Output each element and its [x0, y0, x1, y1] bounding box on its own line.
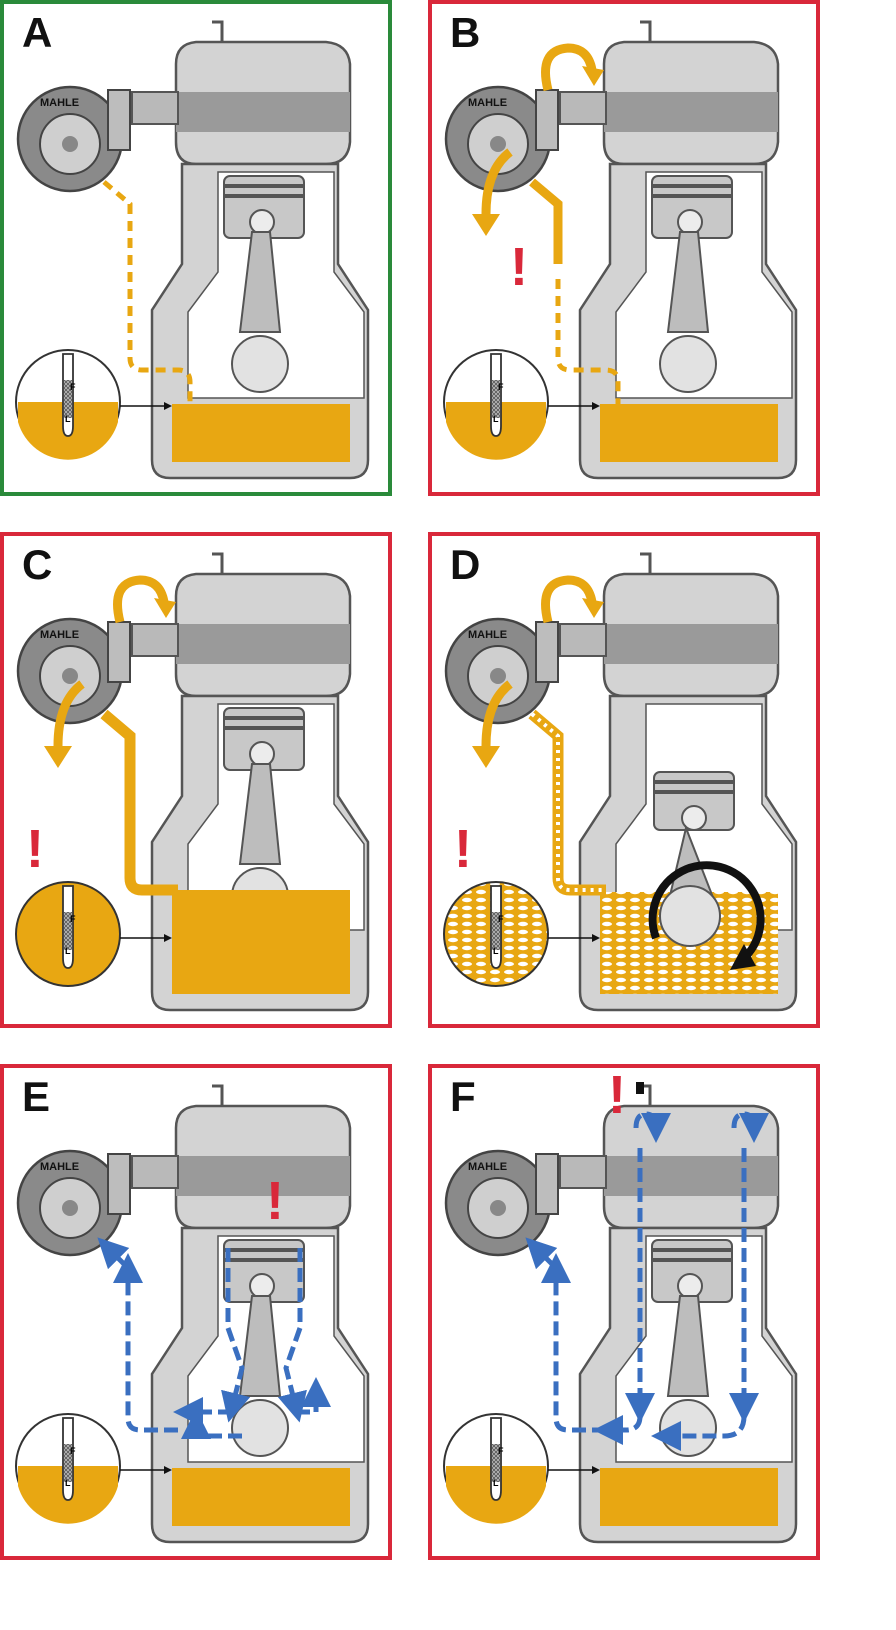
oil-sump — [600, 404, 778, 462]
oil-leak-arrow-up — [541, 43, 597, 92]
brand-logo: MAHLE — [40, 1161, 79, 1173]
warning-mark: ! — [26, 819, 44, 879]
engine — [559, 20, 798, 480]
turbocharger — [16, 85, 131, 193]
dipstick-mark-max: F — [70, 382, 76, 392]
engine — [559, 1082, 798, 1544]
dipstick-mark-max: F — [498, 1446, 504, 1456]
dipstick-mark-max: F — [70, 1446, 76, 1456]
warning-mark: ! — [266, 1171, 284, 1231]
panel-label: F — [450, 1073, 476, 1120]
rotation-arrowhead — [730, 944, 756, 970]
engine-diagram-f: MAHLE F L — [443, 1082, 798, 1544]
turbocharger — [444, 1149, 559, 1257]
dipstick-mark-min: L — [493, 414, 499, 424]
oil-leak-arrowhead-down — [44, 746, 72, 768]
oil-sump-overfilled — [172, 890, 350, 994]
dipstick-mark-min: L — [493, 946, 499, 956]
oil-return-line-full — [100, 709, 178, 896]
oil-leak-arrow-up — [113, 575, 169, 624]
panel-label: D — [450, 541, 481, 588]
brand-logo: MAHLE — [468, 97, 507, 109]
panel-label: E — [22, 1073, 51, 1120]
oil-return-line-blocked — [529, 178, 563, 264]
engine — [131, 20, 370, 480]
oil-leak-arrowhead-up — [154, 598, 176, 618]
crankshaft-rotation-arrow — [648, 861, 765, 964]
oil-leak-arrowhead-up — [582, 598, 604, 618]
oil-return-line — [102, 180, 193, 404]
engine-diagram-b: MAHLE F L — [443, 20, 798, 480]
panel-c: MAHLE F L C ! — [0, 532, 392, 1028]
blow-by-gas-flow — [97, 1237, 331, 1440]
oil-leak-arrow-down — [481, 680, 513, 747]
warning-mark: ! — [608, 1065, 626, 1125]
brand-logo: MAHLE — [40, 97, 79, 109]
turbocharger — [16, 617, 131, 725]
warning-mark: ! — [454, 819, 472, 879]
dipstick-mark-min: L — [65, 1478, 71, 1488]
dipstick-mark-min: L — [493, 1478, 499, 1488]
panel-e: MAHLE F L E ! — [0, 1064, 392, 1560]
oil-leak-arrowhead-down — [472, 214, 500, 236]
dipstick-inset: F L — [443, 349, 600, 460]
turbocharger — [444, 617, 559, 725]
blow-by-gas-flow — [525, 1111, 769, 1451]
dipstick-inset: F L — [15, 1413, 172, 1524]
dipstick-mark-max: F — [498, 914, 504, 924]
panel-label: B — [450, 9, 481, 56]
engine — [131, 1084, 370, 1544]
oil-sump — [172, 1468, 350, 1526]
oil-sump — [172, 404, 350, 462]
warning-mark: ! — [510, 237, 528, 297]
oil-leak-arrow-down — [481, 148, 513, 215]
brand-logo: MAHLE — [468, 1161, 507, 1173]
oil-leak-arrow-up — [541, 575, 597, 624]
oil-leak-arrowhead-down — [472, 746, 500, 768]
engine-diagram-d: MAHLE F L — [443, 552, 798, 1012]
dipstick-mark-min: L — [65, 946, 71, 956]
brand-logo: MAHLE — [40, 629, 79, 641]
engine-diagram-e: MAHLE F L — [15, 1084, 370, 1544]
engine-diagram-c: MAHLE F L — [15, 552, 370, 1012]
engine-diagram-a: MAHLE F L — [15, 20, 370, 480]
oil-sump — [600, 1468, 778, 1526]
oil-leak-arrowhead-up — [582, 66, 604, 86]
dipstick-inset: F L — [443, 1413, 600, 1524]
brand-logo: MAHLE — [468, 629, 507, 641]
dipstick-mark-max: F — [70, 914, 76, 924]
oil-leak-arrow-down — [53, 680, 85, 747]
panel-a: MAHLE F L A — [0, 0, 392, 496]
panel-f: MAHLE F L F ! — [428, 1064, 820, 1560]
dipstick-inset: F L — [15, 881, 172, 987]
dipstick-inset: F L — [15, 349, 172, 460]
turbocharger — [16, 1149, 131, 1257]
panel-b: MAHLE F L B ! — [428, 0, 820, 496]
dipstick-inset: F L — [443, 881, 600, 987]
panel-d: MAHLE F L D ! — [428, 532, 820, 1028]
panel-label: C — [22, 541, 53, 588]
dipstick-mark-max: F — [498, 382, 504, 392]
piston-bottom-position — [653, 771, 735, 947]
dipstick-mark-min: L — [65, 414, 71, 424]
panel-label: A — [22, 9, 53, 56]
